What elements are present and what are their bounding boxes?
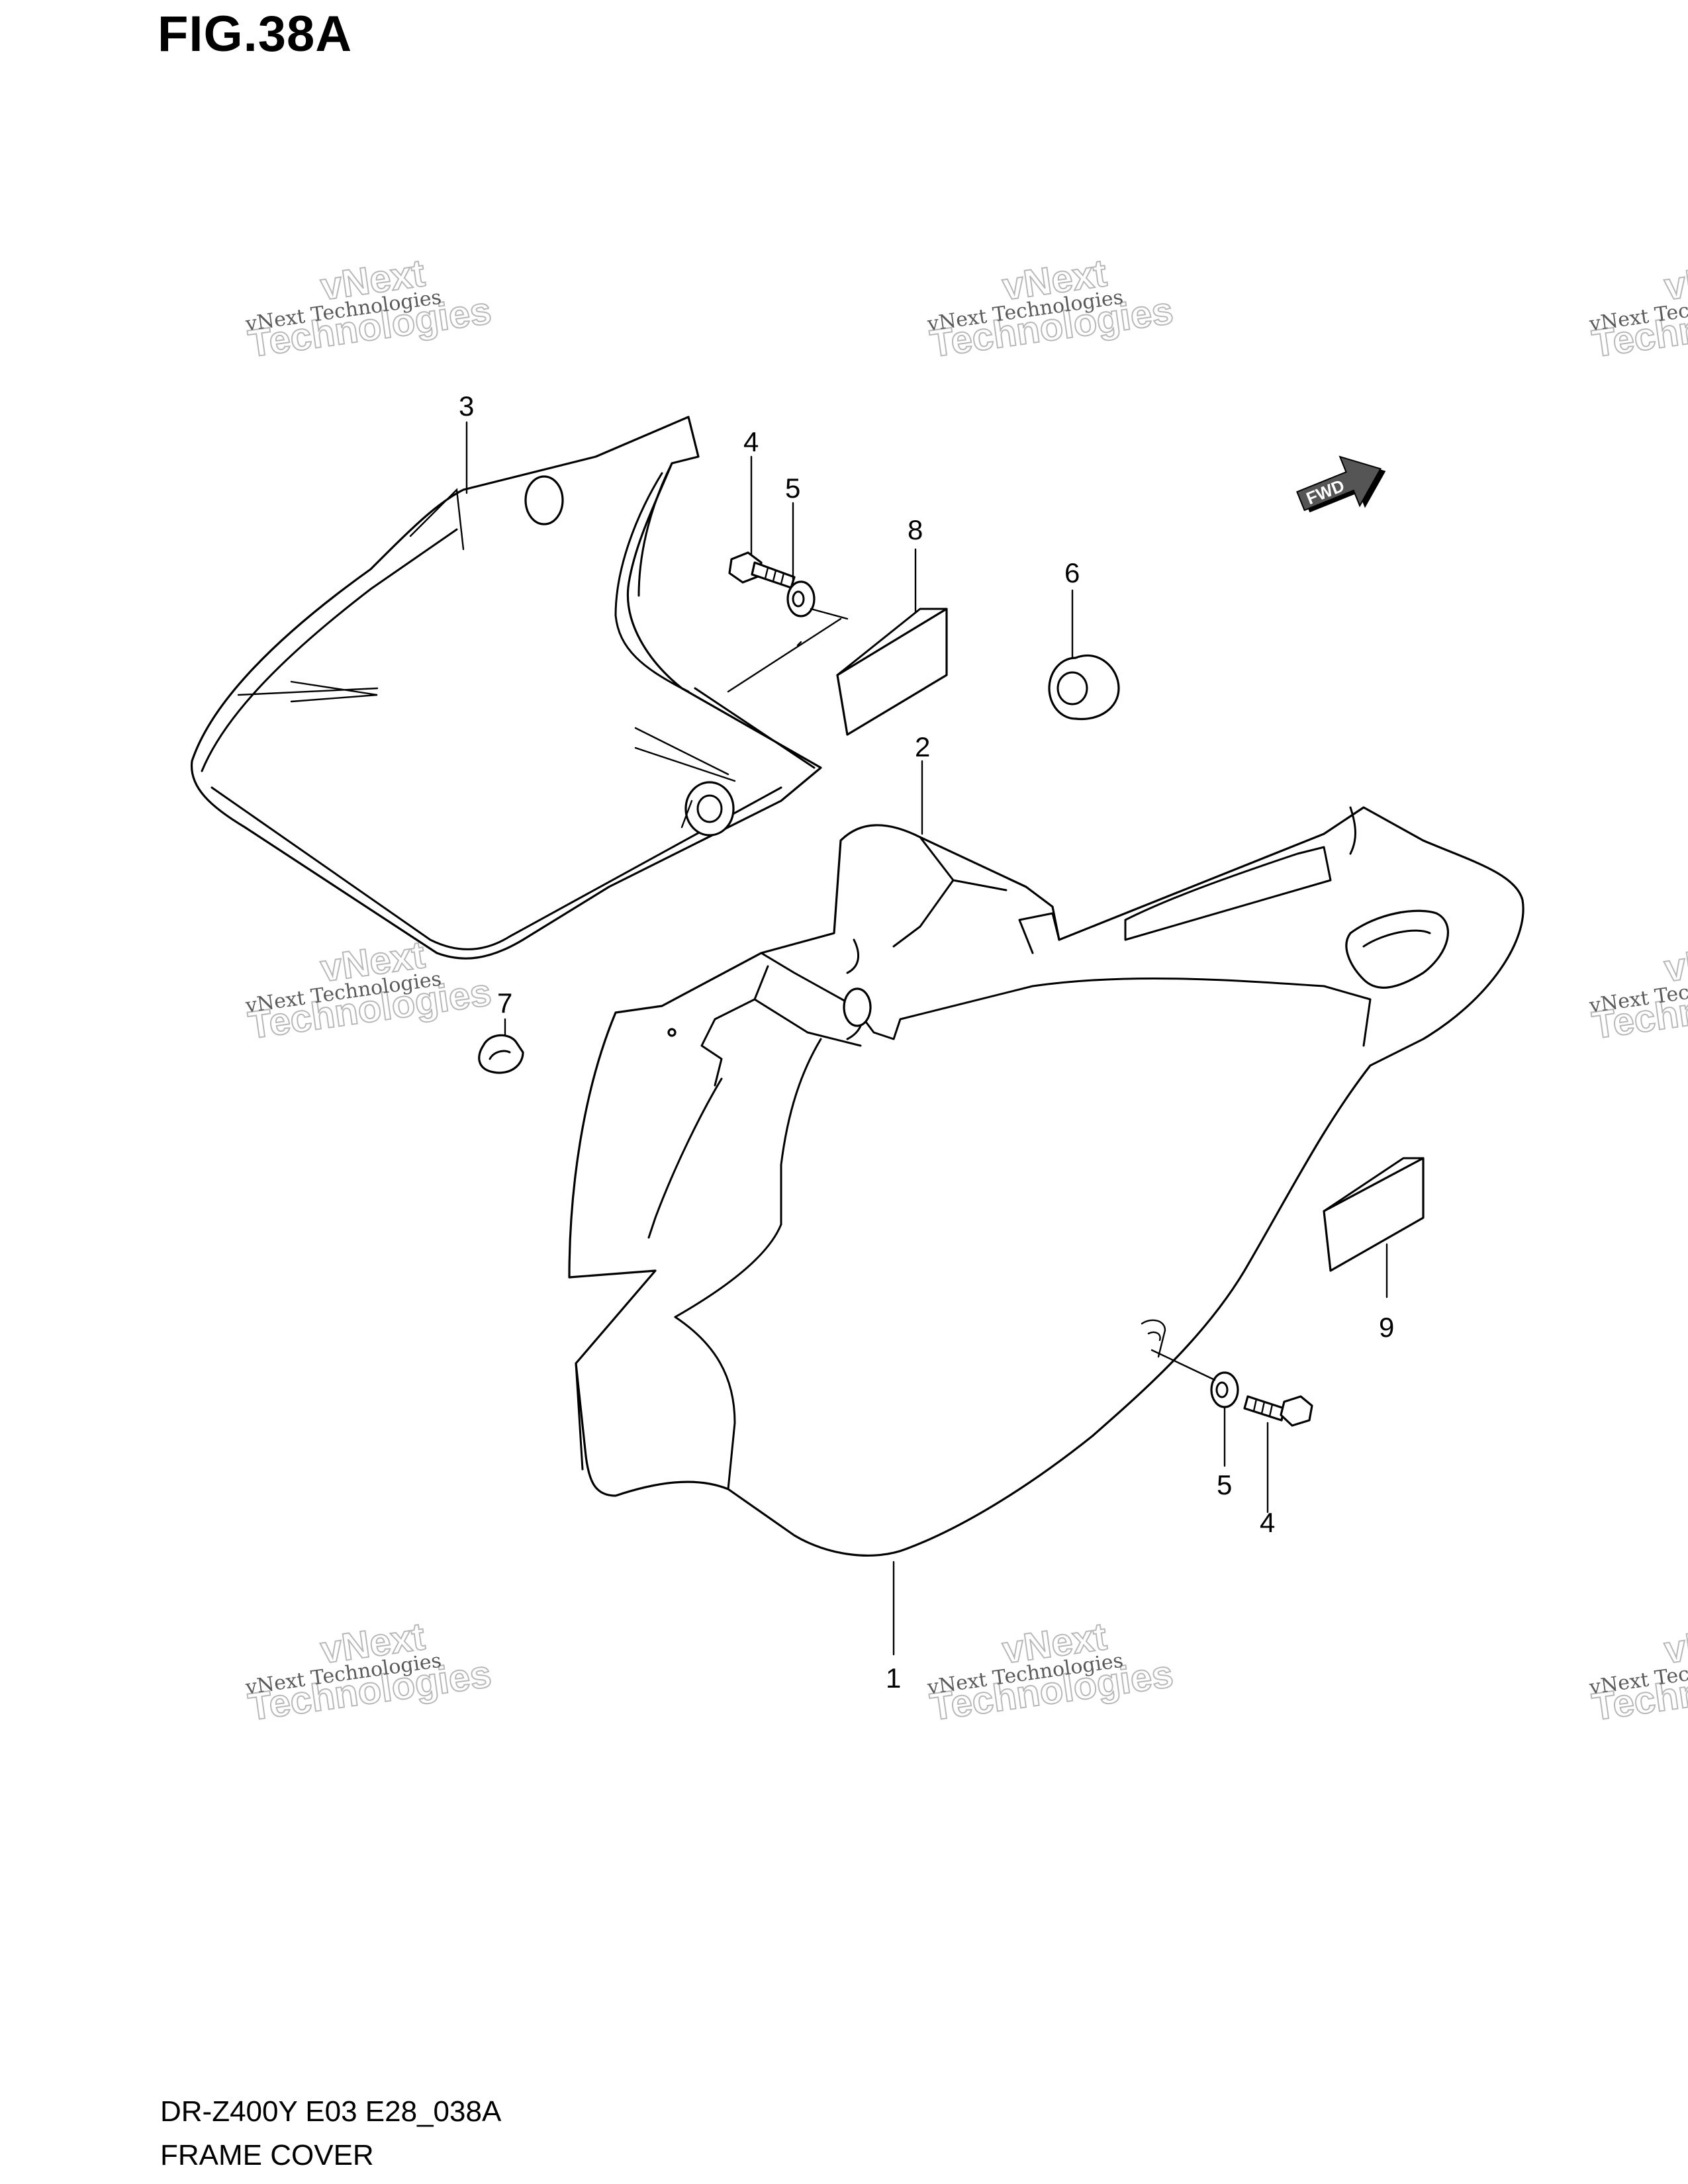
leader-line: [1150, 1349, 1216, 1381]
callout-6: 6: [1064, 557, 1080, 588]
callout-5-upper: 5: [785, 473, 800, 504]
callout-leaders: [465, 421, 1388, 1656]
figure-title: FIG.38A: [158, 6, 353, 62]
callout-labels: 3 2 4 5 8 6 7 9 5 4 1: [459, 390, 1394, 1694]
part-4-bolt-upper: [728, 551, 796, 589]
callout-7: 7: [497, 987, 512, 1019]
part-7-grommet: [478, 1034, 524, 1074]
watermark: Technologies vNext vNext Technologies: [925, 251, 1176, 366]
part-5-washer-upper: [786, 580, 816, 617]
leader-line: [727, 617, 842, 693]
callout-3: 3: [459, 390, 474, 422]
part-8-seal-pad: [836, 608, 948, 736]
watermark: Technologies vNext vNext Technologies: [1587, 933, 1688, 1048]
callout-5-lower: 5: [1217, 1469, 1232, 1500]
watermark: Technologies vNext vNext Technologies: [925, 1614, 1176, 1729]
callout-1: 1: [886, 1662, 901, 1694]
part-3-frame-cover-upper: [190, 416, 822, 960]
callout-9: 9: [1379, 1312, 1394, 1343]
fwd-direction-arrow: FWD: [1296, 455, 1386, 513]
leader-line: [810, 608, 849, 620]
part-6-grommet: [1048, 654, 1120, 721]
callout-4-lower: 4: [1260, 1507, 1275, 1538]
watermark: Technologies vNext vNext Technologies: [1587, 251, 1688, 366]
leader-line: [796, 641, 802, 647]
part-1-frame-cover-main: [568, 806, 1524, 1557]
figure-model-code: DR-Z400Y E03 E28_038A: [160, 2095, 502, 2128]
watermark: Technologies vNext vNext Technologies: [244, 1614, 494, 1729]
part-4-bolt-lower: [1243, 1395, 1313, 1427]
part-5-washer-lower: [1210, 1371, 1239, 1408]
callout-2: 2: [915, 731, 930, 762]
watermark: Technologies vNext vNext Technologies: [244, 251, 494, 366]
callout-8: 8: [908, 514, 923, 545]
figure-name: FRAME COVER: [160, 2139, 374, 2171]
watermark: Technologies vNext vNext Technologies: [1587, 1614, 1688, 1729]
part-9-seal-pad: [1323, 1157, 1425, 1272]
callout-4-upper: 4: [743, 426, 759, 457]
